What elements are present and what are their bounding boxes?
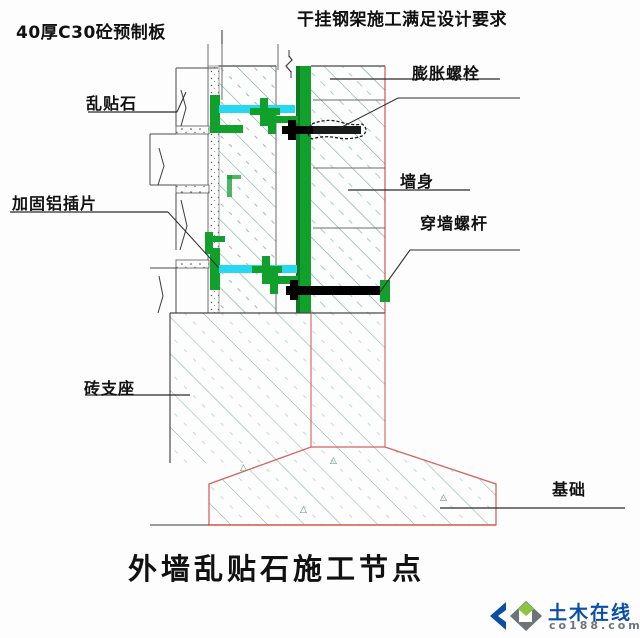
leader-lines [10, 30, 625, 509]
brick-support-section [169, 312, 386, 463]
upper-bracket-assembly [210, 95, 367, 140]
label-brick-support: 砖支座 [84, 379, 136, 398]
svg-text:△: △ [300, 505, 307, 515]
label-aluminium-insert: 加固铝插片 [12, 194, 98, 213]
label-foundation: 基础 [552, 480, 587, 499]
watermark-brand-cn: 土木在线 [548, 602, 633, 624]
watermark-brand-en: co188.com [549, 619, 640, 632]
svg-text:△: △ [440, 493, 447, 503]
label-through-wall-rod: 穿墙螺杆 [420, 214, 489, 233]
label-expansion-bolt: 膨胀螺栓 [412, 64, 481, 83]
steel-frame-mullion [296, 66, 311, 313]
svg-text:△: △ [240, 463, 247, 473]
reference-lines [207, 44, 293, 100]
label-wall-body: 墙身 [400, 172, 435, 191]
watermark-mark-icon [490, 601, 542, 631]
svg-text:△: △ [330, 456, 337, 466]
label-precast-panel: 40厚C30砼预制板 [16, 23, 166, 43]
label-steel-frame-requirement: 干挂钢架施工满足设计要求 [297, 10, 507, 30]
label-random-stone: 乱贴石 [86, 94, 138, 113]
drawing-title: 外墙乱贴石施工节点 [128, 552, 426, 586]
watermark-logo: 土木在线 co188.com [488, 596, 640, 636]
foundation-section: △ △ △ △ [150, 446, 497, 526]
lower-bracket-assembly [205, 175, 390, 302]
